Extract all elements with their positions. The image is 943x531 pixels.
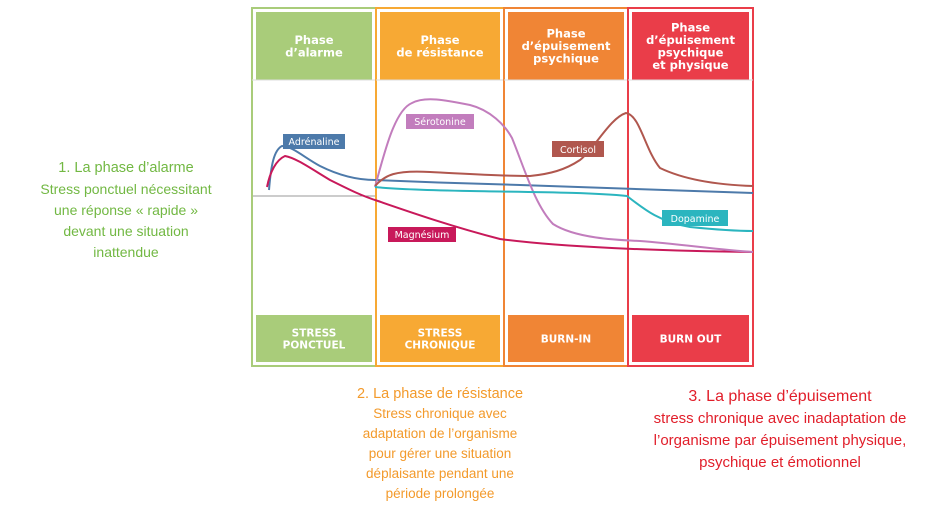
phase-title-line: psychique bbox=[658, 45, 724, 59]
phase-footer-line: BURN-IN bbox=[541, 334, 591, 346]
phase-title-line: d’épuisement bbox=[646, 33, 735, 47]
exhaustion-heading: 3. La phase d’épuisement bbox=[688, 388, 872, 405]
phase-title-line: de résistance bbox=[396, 45, 483, 59]
phase-title-line: Phase bbox=[294, 33, 333, 47]
phase-title-line: d’épuisement bbox=[522, 39, 611, 53]
alarm-line: inattendue bbox=[93, 244, 159, 260]
magnesium-label-box bbox=[388, 227, 456, 242]
dopamine-label-box bbox=[662, 210, 728, 226]
phase-footer-line: STRESS bbox=[418, 328, 463, 340]
phase-footer-line: STRESS bbox=[292, 328, 337, 340]
phase-footer-line: BURN OUT bbox=[660, 334, 723, 346]
resistance-line: pour gérer une situation bbox=[368, 446, 512, 461]
phase-title-line: Phase bbox=[671, 20, 710, 34]
phase-footer bbox=[508, 315, 624, 362]
exhaustion-line: stress chronique avec inadaptation de bbox=[653, 410, 907, 427]
phase-header bbox=[256, 12, 372, 80]
phase-footer-line: PONCTUEL bbox=[283, 340, 346, 352]
phase-footer bbox=[256, 315, 372, 362]
phase-header bbox=[508, 12, 624, 80]
exhaustion-phase-description: 3. La phase d’épuisement stress chroniqu… bbox=[620, 386, 940, 474]
serotonin-label-box bbox=[406, 114, 474, 129]
phase-title-line: Phase bbox=[546, 27, 585, 41]
resistance-line: adaptation de l’organisme bbox=[362, 426, 518, 441]
alarm-phase-description: 1. La phase d’alarme Stress ponctuel néc… bbox=[20, 158, 232, 263]
phase-title-line: Phase bbox=[420, 33, 459, 47]
phase-header bbox=[380, 12, 500, 80]
cortisol-label: Cortisol bbox=[552, 141, 604, 157]
resistance-line: déplaisante pendant une bbox=[366, 466, 514, 481]
adrenaline-label: Adrénaline bbox=[283, 134, 345, 149]
resistance-line: Stress chronique avec bbox=[373, 406, 507, 421]
phase-title-line: d’alarme bbox=[285, 45, 343, 59]
adrenaline-label-box bbox=[283, 134, 345, 149]
phase-title-line: et physique bbox=[652, 58, 728, 72]
dopamine-curve bbox=[374, 186, 754, 232]
magnesium-label: Magnésium bbox=[388, 227, 456, 242]
curve-labels: Adrénaline Sérotonine Cortisol Dopamine … bbox=[283, 114, 728, 242]
alarm-heading: 1. La phase d’alarme bbox=[58, 160, 194, 176]
resistance-line: période prolongée bbox=[385, 486, 495, 501]
dopamine-label-text: Dopamine bbox=[671, 214, 720, 225]
adrenaline-label-text: Adrénaline bbox=[289, 137, 340, 148]
cortisol-label-text: Cortisol bbox=[560, 145, 596, 156]
exhaustion-line: l’organisme par épuisement physique, bbox=[653, 432, 907, 449]
resistance-phase-description: 2. La phase de résistance Stress chroniq… bbox=[330, 384, 550, 504]
alarm-line: devant une situation bbox=[63, 223, 189, 239]
phase-header bbox=[632, 12, 749, 80]
cortisol-curve bbox=[374, 111, 754, 187]
exhaustion-line: psychique et émotionnel bbox=[699, 454, 861, 471]
hormone-curves bbox=[266, 98, 754, 253]
serotonin-label-text: Sérotonine bbox=[414, 117, 466, 128]
phase-footer-line: CHRONIQUE bbox=[405, 340, 476, 352]
serotonin-label: Sérotonine bbox=[406, 114, 474, 129]
phase-title-line: psychique bbox=[533, 52, 599, 66]
alarm-line: Stress ponctuel nécessitant bbox=[40, 181, 212, 197]
cortisol-label-box bbox=[552, 141, 604, 157]
magnesium-label-text: Magnésium bbox=[395, 230, 450, 241]
phase-footer bbox=[632, 315, 749, 362]
dopamine-label: Dopamine bbox=[662, 210, 728, 226]
phase-footer bbox=[380, 315, 500, 362]
resistance-heading: 2. La phase de résistance bbox=[356, 386, 524, 402]
alarm-line: une réponse « rapide » bbox=[54, 202, 198, 218]
magnesium-curve bbox=[266, 154, 754, 253]
serotonin-curve bbox=[374, 98, 754, 253]
